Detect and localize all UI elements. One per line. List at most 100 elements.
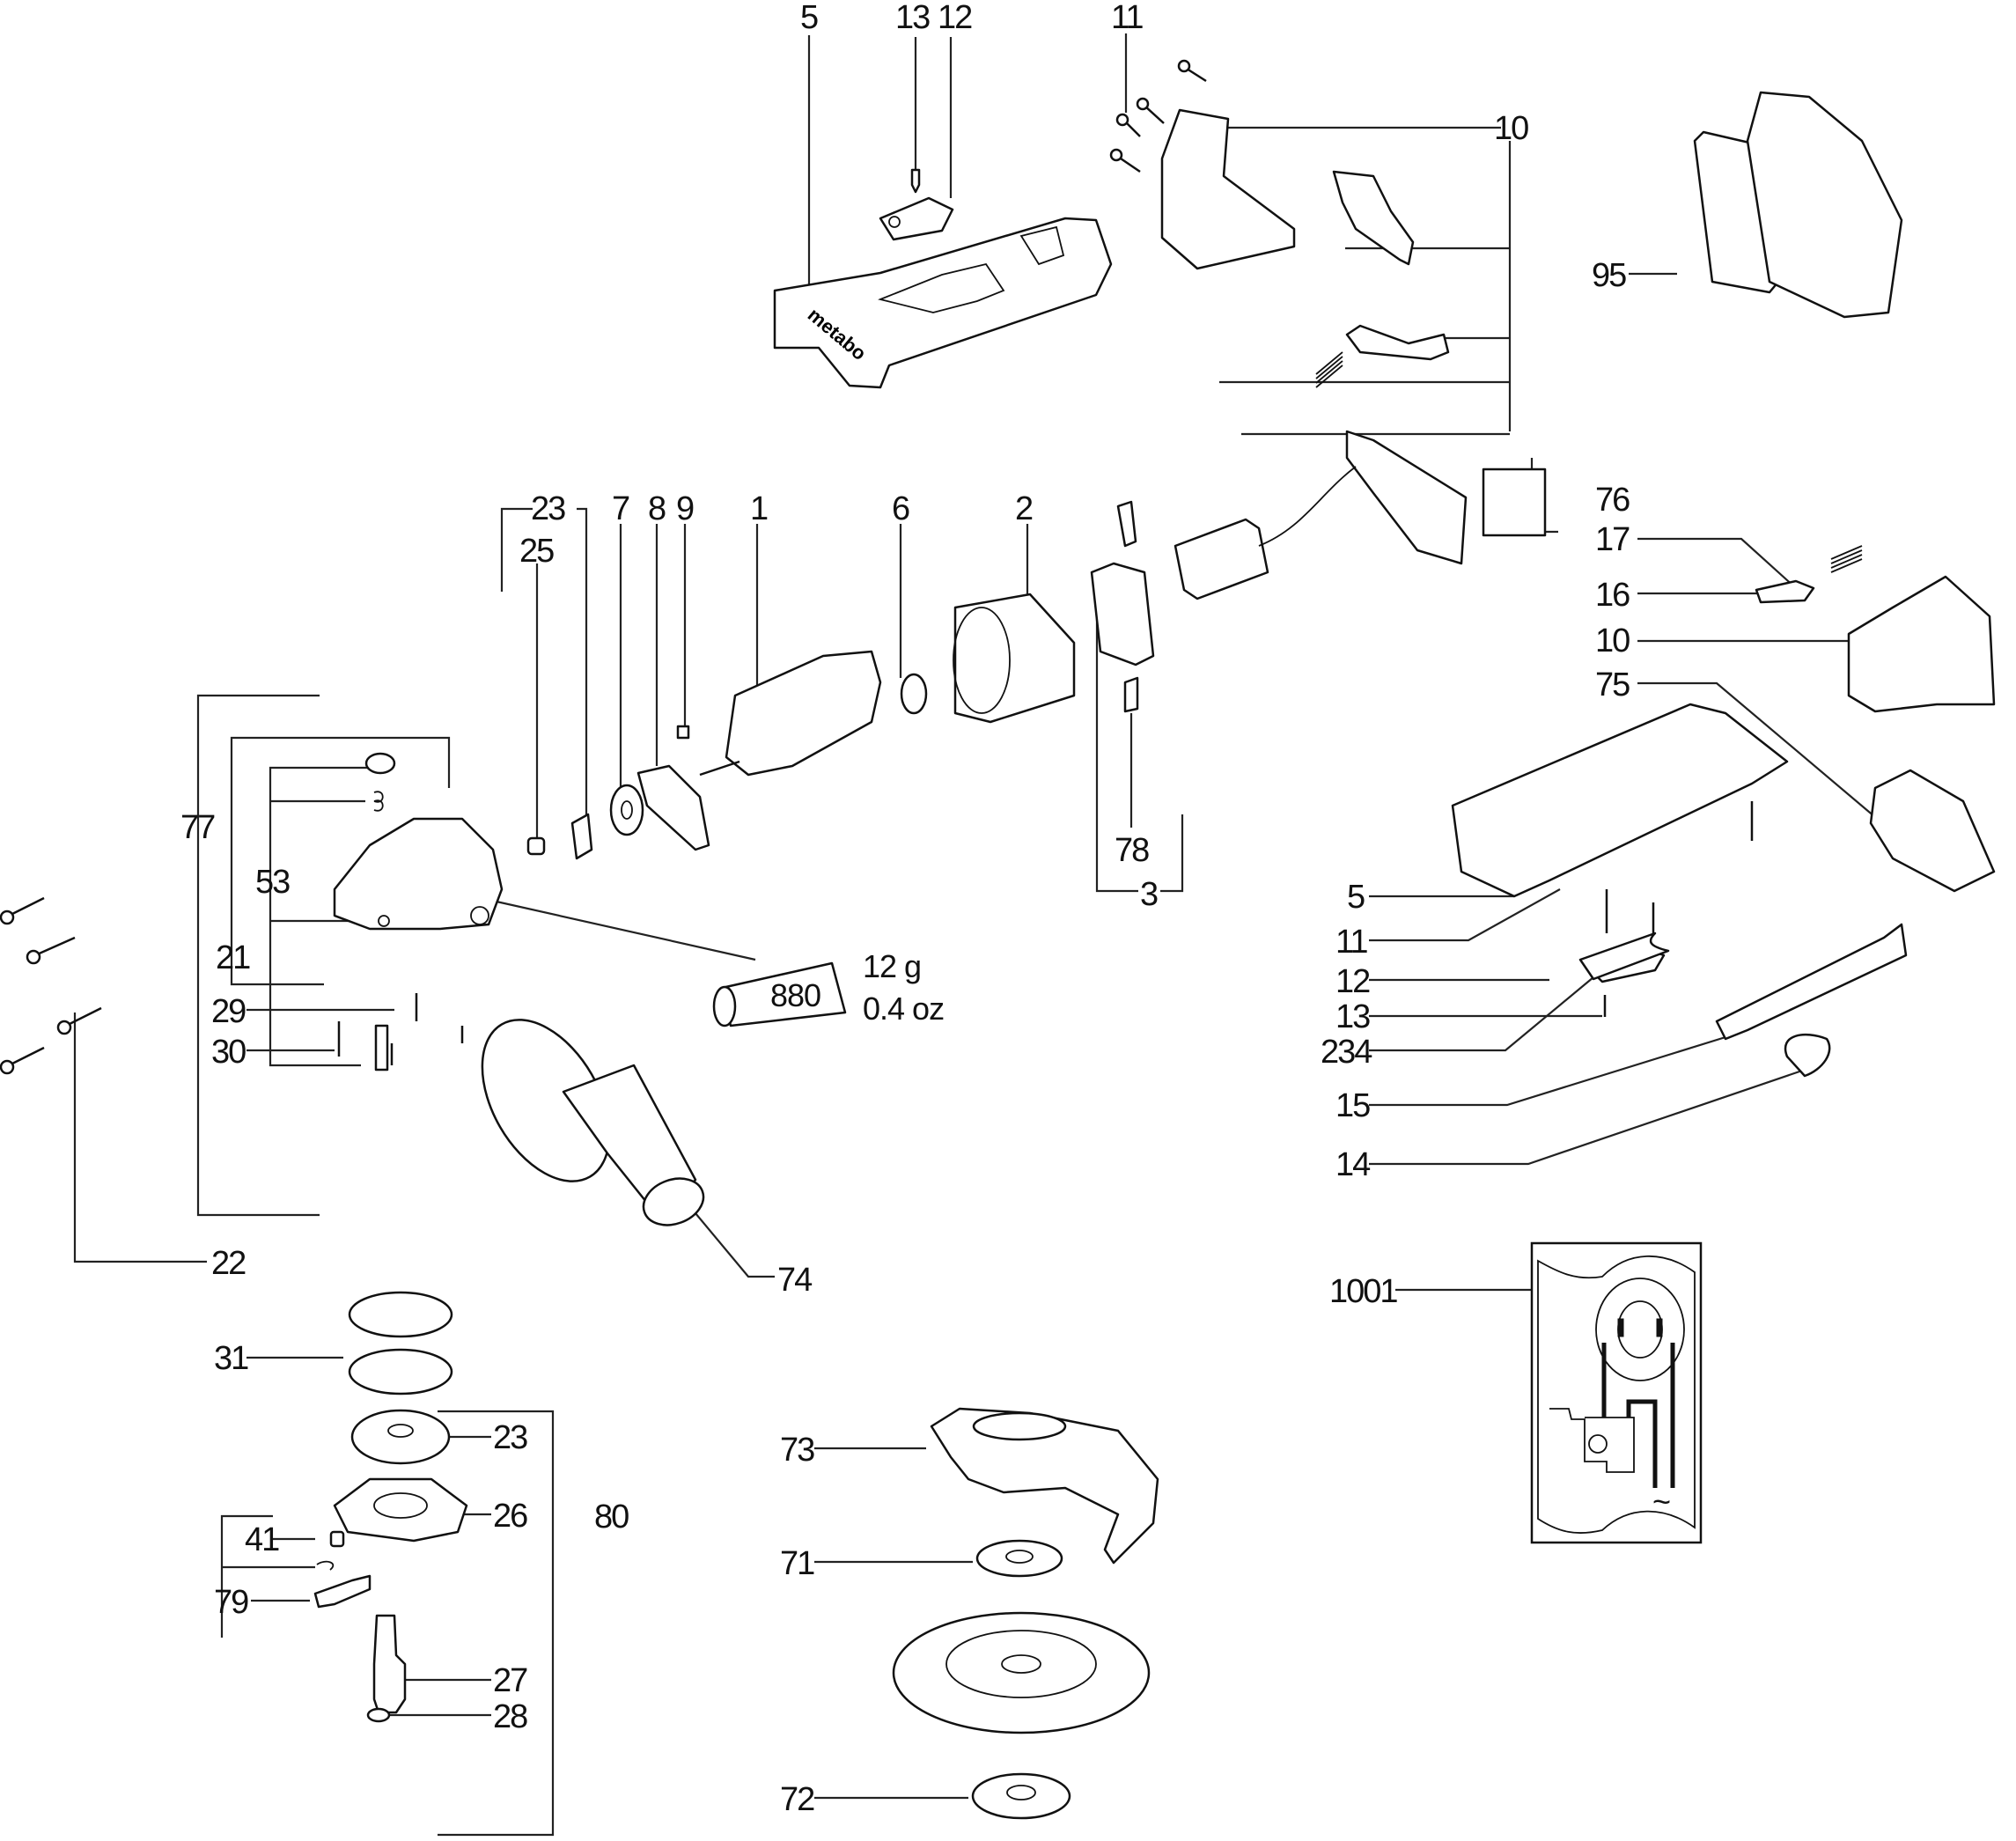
part-spring-53 [373, 791, 384, 812]
part-strip-15 [1715, 923, 1908, 1041]
part-electronics-module [1174, 518, 1269, 600]
grease-tube-label: 880 [770, 977, 820, 1013]
part-carbon-brush-78 [1123, 676, 1139, 713]
part-bearing-7-bore [621, 800, 633, 820]
leader-11-right [1369, 888, 1561, 942]
callout-75: 75 [1595, 666, 1630, 703]
part-bearing-plate-8 [636, 764, 710, 851]
part-screw-13-top [910, 168, 921, 194]
callout-25: 25 [519, 533, 554, 570]
callout-5-top: 5 [800, 0, 818, 36]
part-bearing-flange-26 [333, 1477, 468, 1543]
part-lock-button-16 [1755, 579, 1815, 604]
callout-14: 14 [1335, 1146, 1371, 1183]
callout-13-right: 13 [1335, 998, 1370, 1035]
part-grinding-disc-bore [1001, 1654, 1041, 1674]
callout-74: 74 [777, 1262, 813, 1299]
callout-72: 72 [780, 1781, 814, 1818]
callout-16: 16 [1595, 577, 1630, 614]
callout-29: 29 [211, 993, 246, 1030]
callout-41: 41 [245, 1521, 279, 1558]
bracket-21 [230, 736, 451, 986]
callout-10-top: 10 [1494, 110, 1528, 147]
parts: metabo [0, 59, 1996, 1820]
callout-30: 30 [211, 1034, 246, 1071]
part-oring-31-b [348, 1348, 453, 1395]
leader-75 [1637, 681, 1876, 818]
leader-grease [488, 898, 756, 961]
part-armature-shaft [699, 760, 740, 777]
callout-22: 22 [211, 1245, 246, 1282]
part-cap-14 [1784, 1033, 1831, 1078]
callout-12-top: 12 [938, 0, 972, 36]
part-cover-75 [1869, 769, 1996, 893]
callout-71: 71 [780, 1545, 814, 1582]
bracket-23-right [577, 507, 588, 836]
bracket-3-left [1095, 616, 1138, 893]
callout-73: 73 [780, 1432, 814, 1469]
ac-symbol: ~ [1652, 1484, 1670, 1520]
callout-23-bottom: 23 [493, 1419, 527, 1456]
part-screws-11-top [1109, 59, 1207, 173]
part-label-76 [1482, 468, 1547, 537]
callout-53: 53 [255, 864, 290, 901]
leader-15 [1369, 1035, 1726, 1107]
callout-1001: 1001 [1329, 1273, 1397, 1310]
part-switch-board [1345, 430, 1468, 565]
part-stator-2 [953, 593, 1076, 724]
part-nameplate-top [879, 196, 954, 241]
part-clamping-nut-72-bore [1006, 1785, 1036, 1800]
part-lock-lever-79 [313, 1574, 372, 1609]
bracket-77 [196, 694, 320, 1217]
callout-3: 3 [1140, 876, 1158, 913]
part-bearing-flange-26-hub [373, 1492, 428, 1519]
part-motor-housing-bottom [1451, 703, 1789, 898]
bracket-23-left [500, 507, 533, 592]
part-bushing-41 [329, 1530, 345, 1548]
callout-11-top: 11 [1111, 0, 1143, 36]
part-washer-28 [366, 1707, 391, 1723]
wiring-diagram-inset: ~ [1530, 1241, 1703, 1544]
part-nameplate-hole [888, 216, 901, 228]
part-spring-10 [1315, 351, 1343, 388]
callout-78: 78 [1115, 832, 1149, 869]
part-screws-22 [0, 896, 102, 1075]
part-brush-plate-3 [1090, 562, 1155, 666]
part-side-handle-74 [481, 1019, 705, 1226]
callout-76: 76 [1595, 482, 1630, 519]
callout-8: 8 [648, 490, 666, 527]
callout-77: 77 [180, 809, 215, 846]
part-stator-2-bore [953, 607, 1011, 714]
part-wires [1258, 466, 1357, 547]
part-switch-slider [1332, 170, 1415, 266]
callout-28: 28 [493, 1698, 527, 1735]
part-gear-head-21 [333, 817, 504, 931]
part-button-53 [364, 752, 396, 775]
callout-5-right: 5 [1347, 879, 1365, 916]
callout-9: 9 [676, 490, 694, 527]
part-armature-1 [725, 650, 882, 777]
part-switch-lever [1345, 324, 1450, 361]
leader-74 [690, 1207, 775, 1278]
part-clamping-nut-72 [971, 1772, 1071, 1820]
part-ring-6 [900, 673, 928, 715]
part-wheel-guard-collar [972, 1411, 1067, 1441]
part-spring-17 [1830, 545, 1863, 573]
callout-12-right: 12 [1335, 963, 1370, 1000]
leader-234 [1369, 976, 1594, 1052]
leader-17 [1637, 537, 1797, 589]
part-oring-53 [378, 915, 390, 927]
callout-labels: 5 13 12 11 10 95 23 25 7 8 9 1 6 2 76 17… [180, 0, 1631, 1818]
callout-31: 31 [214, 1340, 248, 1377]
part-oring-31-a [348, 1291, 453, 1338]
part-screw-9 [676, 725, 690, 740]
part-bevel-gear-23-hub [387, 1424, 414, 1438]
callout-7: 7 [612, 490, 629, 527]
callout-80: 80 [594, 1499, 629, 1535]
part-motor-housing-top: metabo [773, 217, 1113, 389]
bracket-53 [269, 766, 368, 1067]
callout-1: 1 [750, 490, 768, 527]
part-support-flange-71 [975, 1539, 1063, 1578]
callout-17: 17 [1595, 521, 1630, 558]
